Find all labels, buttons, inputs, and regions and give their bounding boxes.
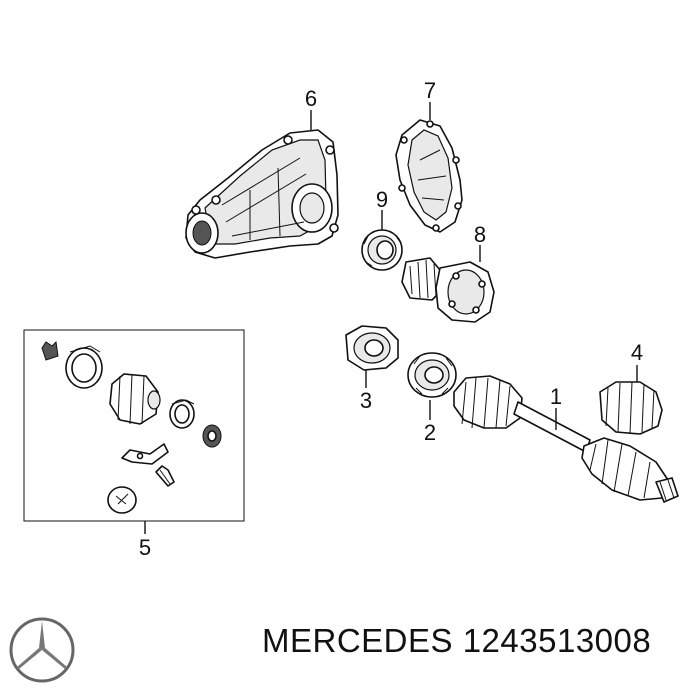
callout-3: 3 bbox=[360, 388, 372, 413]
callout-6: 6 bbox=[305, 86, 317, 111]
leader-lines bbox=[144, 102, 638, 534]
part-number: 1243513008 bbox=[462, 622, 652, 659]
part-8-output-flange bbox=[401, 257, 495, 323]
part-9-bearing bbox=[361, 229, 403, 271]
part-4-boot bbox=[599, 381, 663, 435]
mercedes-star-icon bbox=[9, 617, 75, 683]
part-7-housing-cover bbox=[395, 119, 463, 233]
brand-name: MERCEDES bbox=[262, 622, 454, 659]
callout-labels: 6 7 9 8 3 2 1 4 5 bbox=[139, 78, 643, 560]
part-6-differential-housing bbox=[185, 129, 339, 259]
callout-1: 1 bbox=[550, 384, 562, 409]
part-5-kit-box bbox=[23, 329, 245, 522]
part-2-cv-joint bbox=[407, 352, 457, 398]
part-3-ring bbox=[345, 325, 399, 371]
callout-8: 8 bbox=[474, 222, 486, 247]
callout-9: 9 bbox=[376, 187, 388, 212]
callout-5: 5 bbox=[139, 535, 151, 560]
callout-4: 4 bbox=[631, 340, 643, 365]
callout-7: 7 bbox=[424, 78, 436, 103]
part-caption: MERCEDES 1243513008 bbox=[262, 622, 651, 660]
callout-2: 2 bbox=[424, 420, 436, 445]
part-1-drive-shaft bbox=[453, 375, 679, 503]
